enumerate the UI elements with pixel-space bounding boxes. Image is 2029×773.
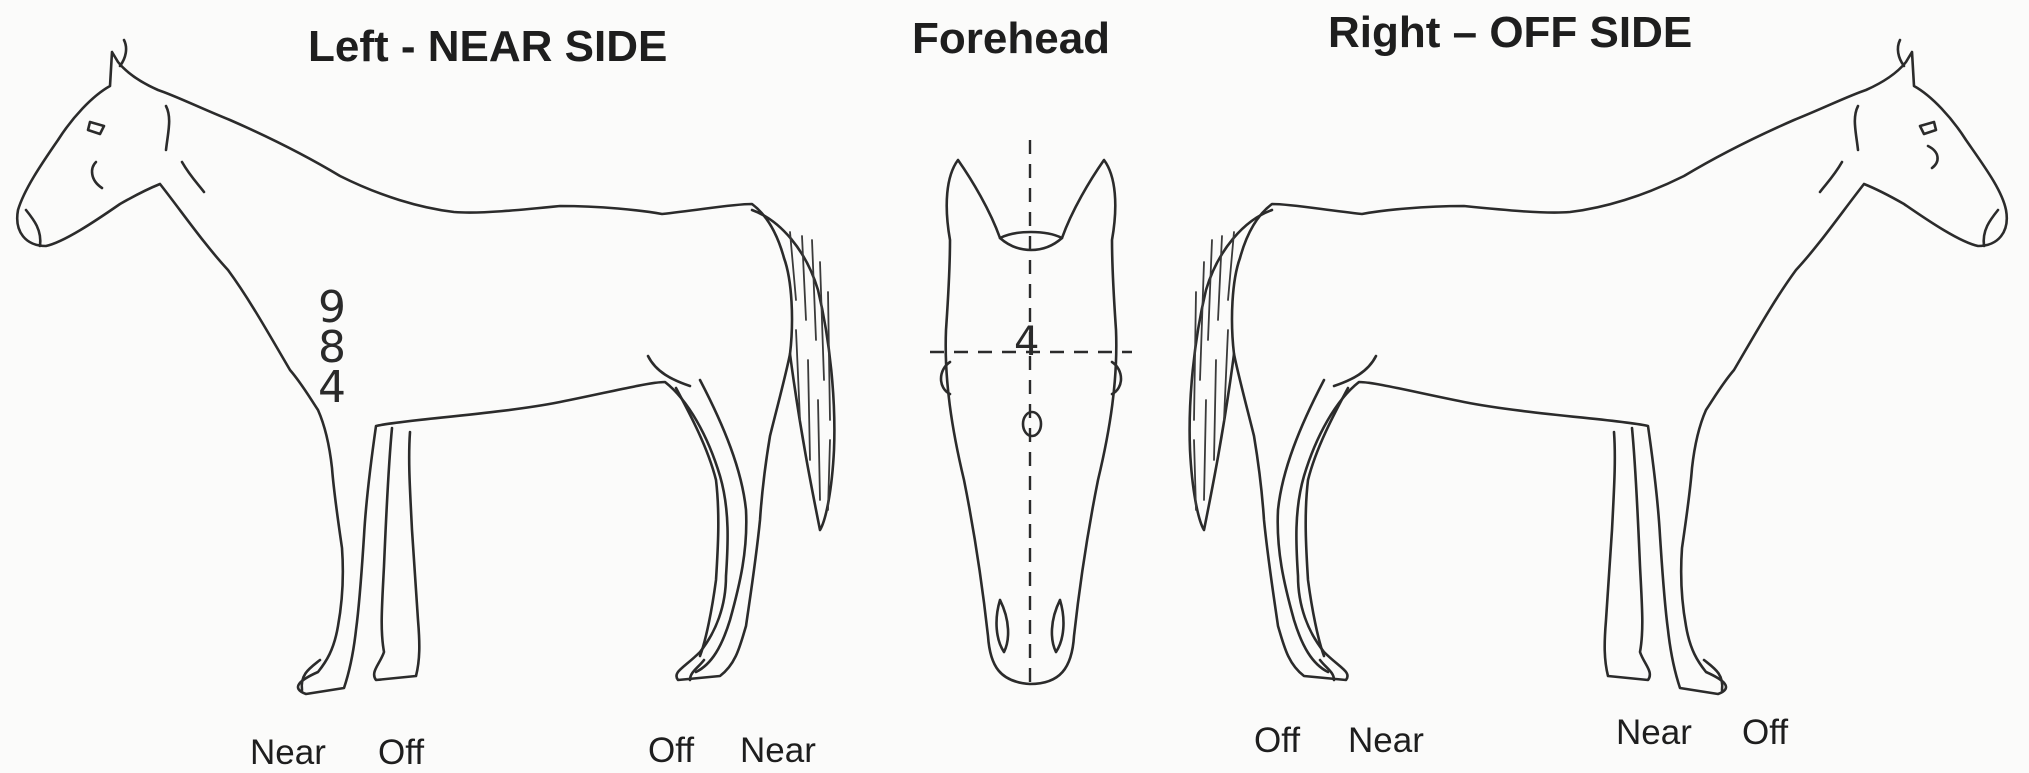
leg-label-near: Near xyxy=(740,731,816,771)
left-near-side-title: Left - NEAR SIDE xyxy=(308,22,667,72)
left-horse-outline xyxy=(17,40,834,694)
forehead-whorl-mark xyxy=(1023,412,1041,436)
forehead-title: Forehead xyxy=(912,14,1110,64)
forehead-crosshair xyxy=(930,140,1132,690)
right-off-side-title: Right – OFF SIDE xyxy=(1328,8,1692,58)
neck-brand-mark: 9 8 4 xyxy=(318,288,346,408)
leg-label-off: Off xyxy=(378,733,424,773)
right-horse-outline xyxy=(1190,40,2007,694)
leg-label-near: Near xyxy=(250,733,326,773)
forehead-mark-text: 4 xyxy=(1014,322,1039,362)
right-horse-tail-hair xyxy=(1194,232,1234,510)
leg-label-near: Near xyxy=(1348,721,1424,761)
left-horse-tail-hair xyxy=(790,232,830,510)
leg-label-off: Off xyxy=(1742,713,1788,753)
leg-label-off: Off xyxy=(648,731,694,771)
neck-brand-line-3: 4 xyxy=(318,368,346,408)
leg-label-near: Near xyxy=(1616,713,1692,753)
leg-label-off: Off xyxy=(1254,721,1300,761)
